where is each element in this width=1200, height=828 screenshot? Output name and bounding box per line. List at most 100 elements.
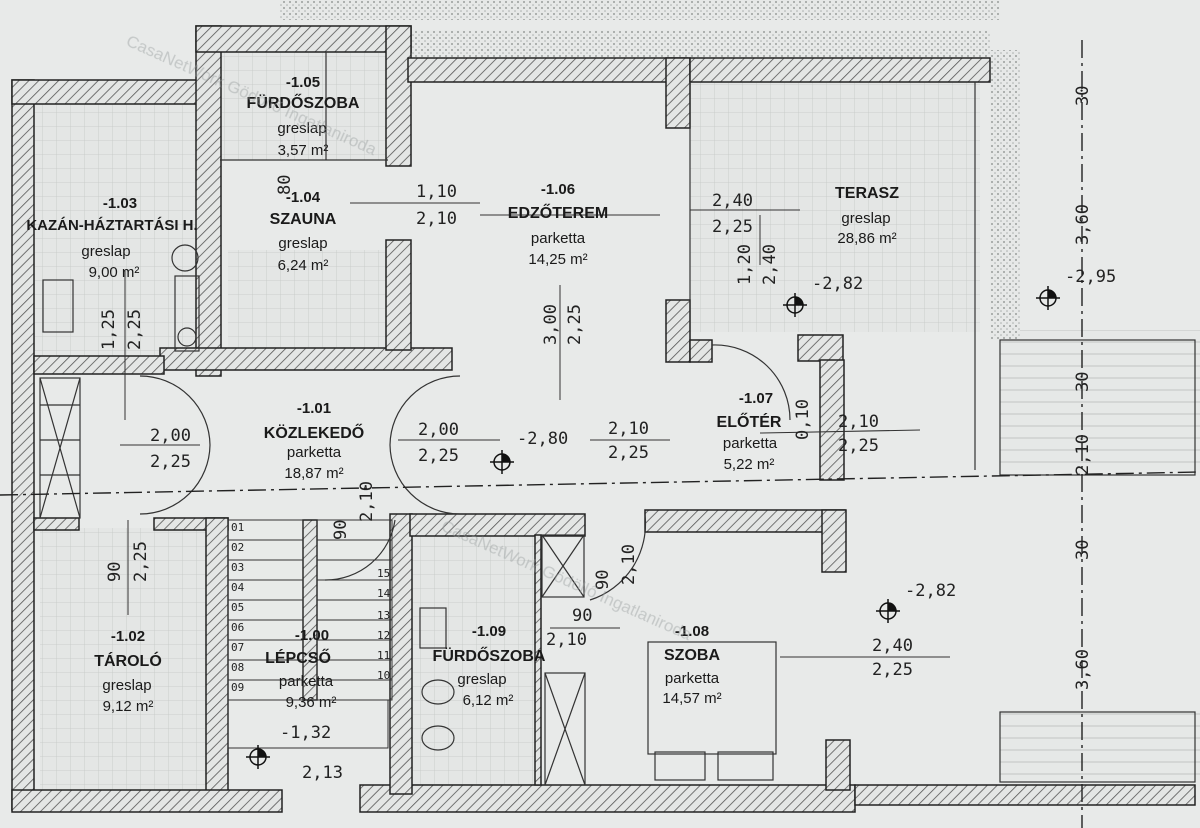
room-101-floor: parketta (287, 444, 342, 461)
level-stair: -1,32 (280, 723, 331, 743)
axis-lines (0, 40, 1200, 828)
room-102-name: TÁROLÓ (94, 651, 162, 670)
stair-step-12: 12 (377, 629, 390, 642)
room-105-area: 3,57 m² (278, 142, 329, 159)
dim-109-door-w: 90 (572, 606, 592, 626)
dimension-lines (120, 202, 950, 658)
dim-106-window2-w: 3,00 (541, 304, 561, 345)
gravel-strip-right (990, 50, 1020, 340)
dim-101-west-door-w: 2,00 (150, 426, 191, 446)
stair-step-14: 14 (377, 587, 391, 600)
room-104-floor: greslap (278, 235, 327, 252)
room-103-floor: greslap (81, 243, 130, 260)
room-107-name: ELŐTÉR (717, 412, 782, 431)
dim-right-30-b: 30 (1073, 372, 1093, 392)
floor-tiles-bath-109 (410, 535, 535, 785)
room-102-floor: greslap (102, 677, 151, 694)
level-terrace: -2,82 (812, 274, 863, 294)
room-109-floor: greslap (457, 671, 506, 688)
dim-terrace-door-w: 1,20 (735, 244, 755, 285)
dim-terrace-door-h: 2,40 (760, 244, 780, 285)
dim-104-door: 80 (275, 175, 295, 195)
dim-right-30-a: 30 (1073, 86, 1093, 106)
stair-step-05: 05 (231, 601, 244, 614)
level-bedroom-ext: -2,82 (905, 581, 956, 601)
room-100-floor: parketta (279, 673, 334, 690)
stair-step-06: 06 (231, 621, 244, 634)
room-105-id: -1.05 (286, 74, 320, 91)
dim-108-door-w: 90 (593, 570, 613, 590)
room-108-area: 14,57 m² (662, 690, 721, 707)
room-101-name: KÖZLEKEDŐ (264, 423, 364, 442)
stair-step-07: 07 (231, 641, 244, 654)
room-104-name: SZAUNA (270, 211, 337, 228)
stair-step-11: 11 (377, 649, 390, 662)
stair-step-15: 15 (377, 567, 390, 580)
floor-tiles-storage (40, 528, 208, 790)
stair-step-10: 10 (377, 669, 390, 682)
terrace-decking (1000, 330, 1200, 470)
room-108-name: SZOBA (664, 647, 720, 664)
room-107-id: -1.07 (739, 390, 773, 407)
dim-107-ext-door-w: 2,10 (838, 412, 879, 432)
stair-step-04: 04 (231, 581, 245, 594)
room-109-area: 6,12 m² (463, 692, 514, 709)
dim-right-360-a: 3,60 (1073, 204, 1093, 245)
staircase (227, 519, 393, 749)
dim-101-east-door-h: 2,25 (418, 446, 459, 466)
room-100-area: 9,36 m² (286, 694, 337, 711)
dim-stair-door-w: 90 (331, 520, 351, 540)
floor-tiles-bath-105 (220, 52, 388, 160)
dim-106-window2-h: 2,25 (565, 304, 585, 345)
room-101-area: 18,87 m² (284, 465, 343, 482)
dim-107-wall: 0,10 (793, 399, 813, 440)
stair-step-08: 08 (231, 661, 244, 674)
room-103-area: 9,00 m² (89, 264, 140, 281)
terrace-name: TERASZ (835, 185, 899, 202)
floor-tiles-terrace (690, 82, 980, 332)
room-104-area: 6,24 m² (278, 257, 329, 274)
dim-108-window-h: 2,25 (872, 660, 913, 680)
dim-109-door-h: 2,10 (546, 630, 587, 650)
dim-107-door-h: 2,25 (608, 443, 649, 463)
gravel-strip-mid (410, 30, 990, 58)
dim-102-door-w: 90 (105, 562, 125, 582)
room-102-area: 9,12 m² (103, 698, 154, 715)
room-105-name: FÜRDŐSZOBA (247, 93, 360, 112)
room-102-id: -1.02 (111, 628, 145, 645)
dim-window-106-h: 2,25 (712, 217, 753, 237)
room-107-area: 5,22 m² (724, 456, 775, 473)
room-103-id: -1.03 (103, 195, 137, 212)
dim-window-106-w: 2,40 (712, 191, 753, 211)
room-106-area: 14,25 m² (528, 251, 587, 268)
stair-step-13: 13 (377, 609, 390, 622)
dim-right-30-c: 30 (1073, 540, 1093, 560)
dim-right-210: 2,10 (1073, 434, 1093, 475)
dim-door-106-h: 2,10 (416, 209, 457, 229)
room-105-floor: greslap (277, 120, 326, 137)
dim-102-door-h: 2,25 (131, 541, 151, 582)
level-marker-fills (258, 290, 1056, 757)
dim-stair-door-h: 2,10 (357, 481, 377, 522)
room-100-name: LÉPCSŐ (265, 648, 331, 667)
dim-door-106-w: 1,10 (416, 182, 457, 202)
terrace-area: 28,86 m² (837, 230, 896, 247)
room-103-name: KAZÁN-HÁZTARTÁSI H. (26, 217, 197, 234)
room-106-name: EDZŐTEREM (508, 203, 608, 222)
room-106-id: -1.06 (541, 181, 575, 198)
room-108-floor: parketta (665, 670, 720, 687)
stair-step-02: 02 (231, 541, 244, 554)
terrace-floor: greslap (841, 210, 890, 227)
dim-108-door-h: 2,10 (619, 544, 639, 585)
dim-stair-length: 2,13 (302, 763, 343, 783)
dim-right-360-b: 3,60 (1073, 649, 1093, 690)
walls (11, 25, 1196, 813)
floor-tiles-boiler (33, 103, 198, 356)
dim-103-window-h: 2,25 (125, 309, 145, 350)
dim-103-window-w: 1,25 (99, 309, 119, 350)
room-106-floor: parketta (531, 230, 586, 247)
dim-108-window-w: 2,40 (872, 636, 913, 656)
dim-107-ext-door-h: 2,25 (838, 436, 879, 456)
room-109-id: -1.09 (472, 623, 506, 640)
